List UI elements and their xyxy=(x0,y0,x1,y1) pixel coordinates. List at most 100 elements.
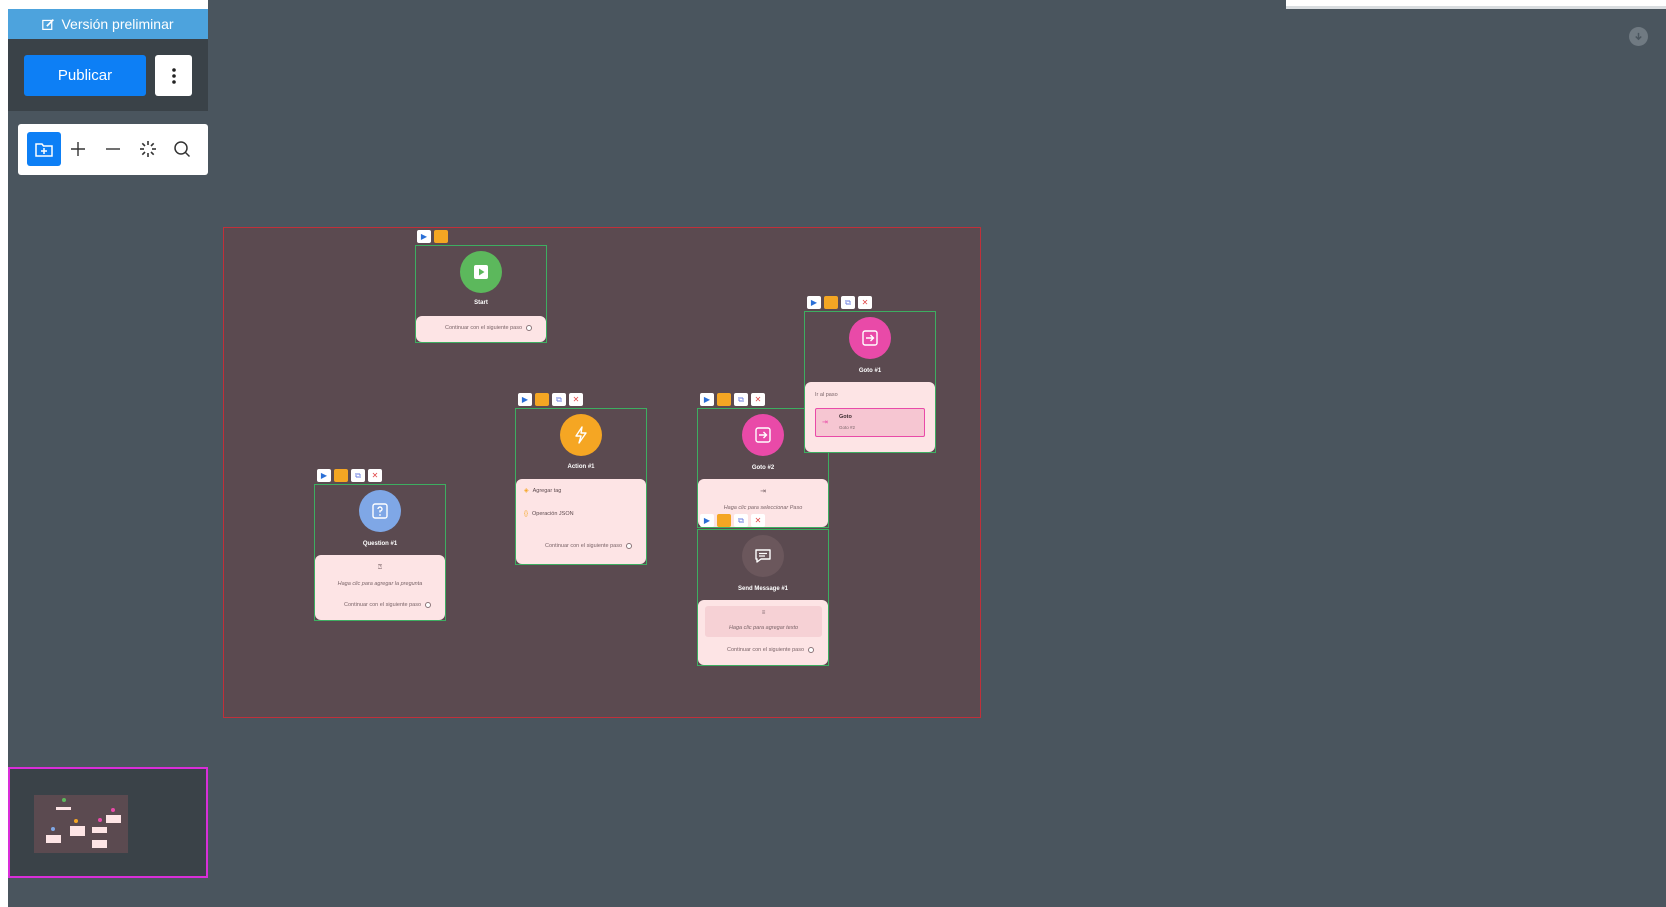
start-node-actions: ▶ xyxy=(417,230,448,243)
note-icon[interactable] xyxy=(824,296,838,309)
copy-icon[interactable]: ⧉ xyxy=(552,393,566,406)
goto-target-title: Goto xyxy=(839,414,852,420)
action-node-actions: ▶ ⧉ ✕ xyxy=(518,393,583,406)
goto-icon xyxy=(755,427,771,443)
chat-icon xyxy=(755,549,771,563)
continue-next-step[interactable]: Continuar con el siguiente paso xyxy=(545,543,633,549)
download-icon xyxy=(1635,32,1642,41)
node-body: ◈Agregar tag {}Operación JSON Continuar … xyxy=(516,479,646,564)
start-node-circle xyxy=(460,251,502,293)
minimap-goto2 xyxy=(98,818,102,822)
node-title: Goto #2 xyxy=(751,465,775,471)
goto-hint[interactable]: Haga clic para seleccionar Paso xyxy=(723,505,803,511)
action-node[interactable]: Action #1 ◈Agregar tag {}Operación JSON … xyxy=(515,408,647,565)
minimap-goto2-body xyxy=(92,827,107,833)
play-icon[interactable]: ▶ xyxy=(700,514,714,527)
copy-icon[interactable]: ⧉ xyxy=(734,393,748,406)
goto-small-icon: ⇥ xyxy=(822,419,828,426)
more-options-button[interactable] xyxy=(155,55,192,96)
download-button[interactable] xyxy=(1629,27,1648,46)
play-icon[interactable]: ▶ xyxy=(518,393,532,406)
close-icon[interactable]: ✕ xyxy=(751,514,765,527)
action-node-circle xyxy=(560,414,602,456)
copy-icon[interactable]: ⧉ xyxy=(351,469,365,482)
node-title: Action #1 xyxy=(567,464,595,470)
close-icon[interactable]: ✕ xyxy=(569,393,583,406)
continue-next-step[interactable]: Continuar con el siguiente paso xyxy=(445,325,533,331)
play-icon[interactable]: ▶ xyxy=(700,393,714,406)
goto-target-sub: Goto #2 xyxy=(839,425,856,430)
close-icon[interactable]: ✕ xyxy=(751,393,765,406)
close-icon[interactable]: ✕ xyxy=(368,469,382,482)
minimap-question-body xyxy=(46,835,61,843)
left-edge xyxy=(0,0,8,907)
goto-small-icon: ⇥ xyxy=(760,488,766,495)
action-row-tag[interactable]: ◈Agregar tag xyxy=(524,487,562,495)
copy-icon[interactable]: ⧉ xyxy=(841,296,855,309)
continue-next-step[interactable]: Continuar con el siguiente paso xyxy=(727,647,815,653)
publish-button[interactable]: Publicar xyxy=(24,55,146,96)
note-icon[interactable] xyxy=(717,393,731,406)
draft-banner[interactable]: Versión preliminar xyxy=(8,9,208,39)
minimap-start xyxy=(62,798,66,802)
continue-label: Continuar con el siguiente paso xyxy=(727,647,805,653)
question-small-icon: ⍰ xyxy=(377,564,383,571)
start-node[interactable]: Start Continuar con el siguiente paso xyxy=(415,245,547,343)
connector-dot[interactable] xyxy=(425,602,432,608)
note-icon[interactable] xyxy=(535,393,549,406)
close-icon[interactable]: ✕ xyxy=(858,296,872,309)
minimap-send-body xyxy=(92,840,107,848)
play-icon[interactable]: ▶ xyxy=(417,230,431,243)
connector-dot[interactable] xyxy=(526,325,533,331)
connector-dot[interactable] xyxy=(808,647,815,653)
row-label: Operación JSON xyxy=(532,511,574,517)
zoom-in-icon xyxy=(71,142,85,156)
continue-label: Continuar con el siguiente paso xyxy=(445,325,523,331)
kebab-icon xyxy=(171,67,176,84)
minimap-goto1-body xyxy=(106,815,121,823)
minimap[interactable] xyxy=(8,767,208,878)
send-message-node[interactable]: Send Message #1 ≡ Haga clic para agregar… xyxy=(697,529,829,666)
zoom-out-button[interactable] xyxy=(96,132,130,166)
go-to-step-label: Ir al paso xyxy=(815,392,838,398)
play-icon[interactable]: ▶ xyxy=(807,296,821,309)
question-hint[interactable]: Haga clic para agregar la pregunta xyxy=(337,581,423,587)
play-square-icon xyxy=(474,265,488,279)
search-icon xyxy=(174,141,191,158)
node-body: Continuar con el siguiente paso xyxy=(416,316,546,342)
node-title: Send Message #1 xyxy=(737,586,789,592)
braces-icon: {} xyxy=(524,511,529,517)
minimap-goto1 xyxy=(111,808,115,812)
fit-view-button[interactable] xyxy=(131,132,165,166)
goto1-node-actions: ▶ ⧉ ✕ xyxy=(807,296,872,309)
add-folder-icon xyxy=(35,143,53,157)
note-icon[interactable] xyxy=(717,514,731,527)
goto1-node[interactable]: Goto #1 Ir al paso ⇥ Goto Goto #2 xyxy=(804,311,936,453)
row-label: Agregar tag xyxy=(532,487,562,494)
question-node-actions: ▶ ⧉ ✕ xyxy=(317,469,382,482)
goto2-node-circle xyxy=(742,414,784,456)
add-folder-button[interactable] xyxy=(27,132,61,166)
node-body: ⍰ Haga clic para agregar la pregunta Con… xyxy=(315,555,445,620)
minimap-start-body xyxy=(56,807,71,810)
question-node[interactable]: Question #1 ⍰ Haga clic para agregar la … xyxy=(314,484,446,621)
text-lines-icon: ≡ xyxy=(761,610,766,616)
edit-icon xyxy=(42,18,55,30)
note-icon[interactable] xyxy=(434,230,448,243)
message-textbox[interactable]: ≡ Haga clic para agregar texto xyxy=(705,606,822,637)
continue-next-step[interactable]: Continuar con el siguiente paso xyxy=(344,602,432,608)
action-row-json[interactable]: {}Operación JSON xyxy=(524,511,574,517)
fit-icon xyxy=(140,141,156,157)
goto-icon xyxy=(862,330,878,346)
goto-target-card[interactable]: ⇥ Goto Goto #2 xyxy=(815,408,925,437)
lightning-icon xyxy=(575,426,587,444)
connector-dot[interactable] xyxy=(626,543,633,549)
zoom-in-button[interactable] xyxy=(61,132,95,166)
note-icon[interactable] xyxy=(334,469,348,482)
search-button[interactable] xyxy=(165,132,199,166)
minimap-action xyxy=(74,819,78,823)
play-icon[interactable]: ▶ xyxy=(317,469,331,482)
draft-label: Versión preliminar xyxy=(61,16,174,32)
copy-icon[interactable]: ⧉ xyxy=(734,514,748,527)
zoom-out-icon xyxy=(106,148,120,150)
